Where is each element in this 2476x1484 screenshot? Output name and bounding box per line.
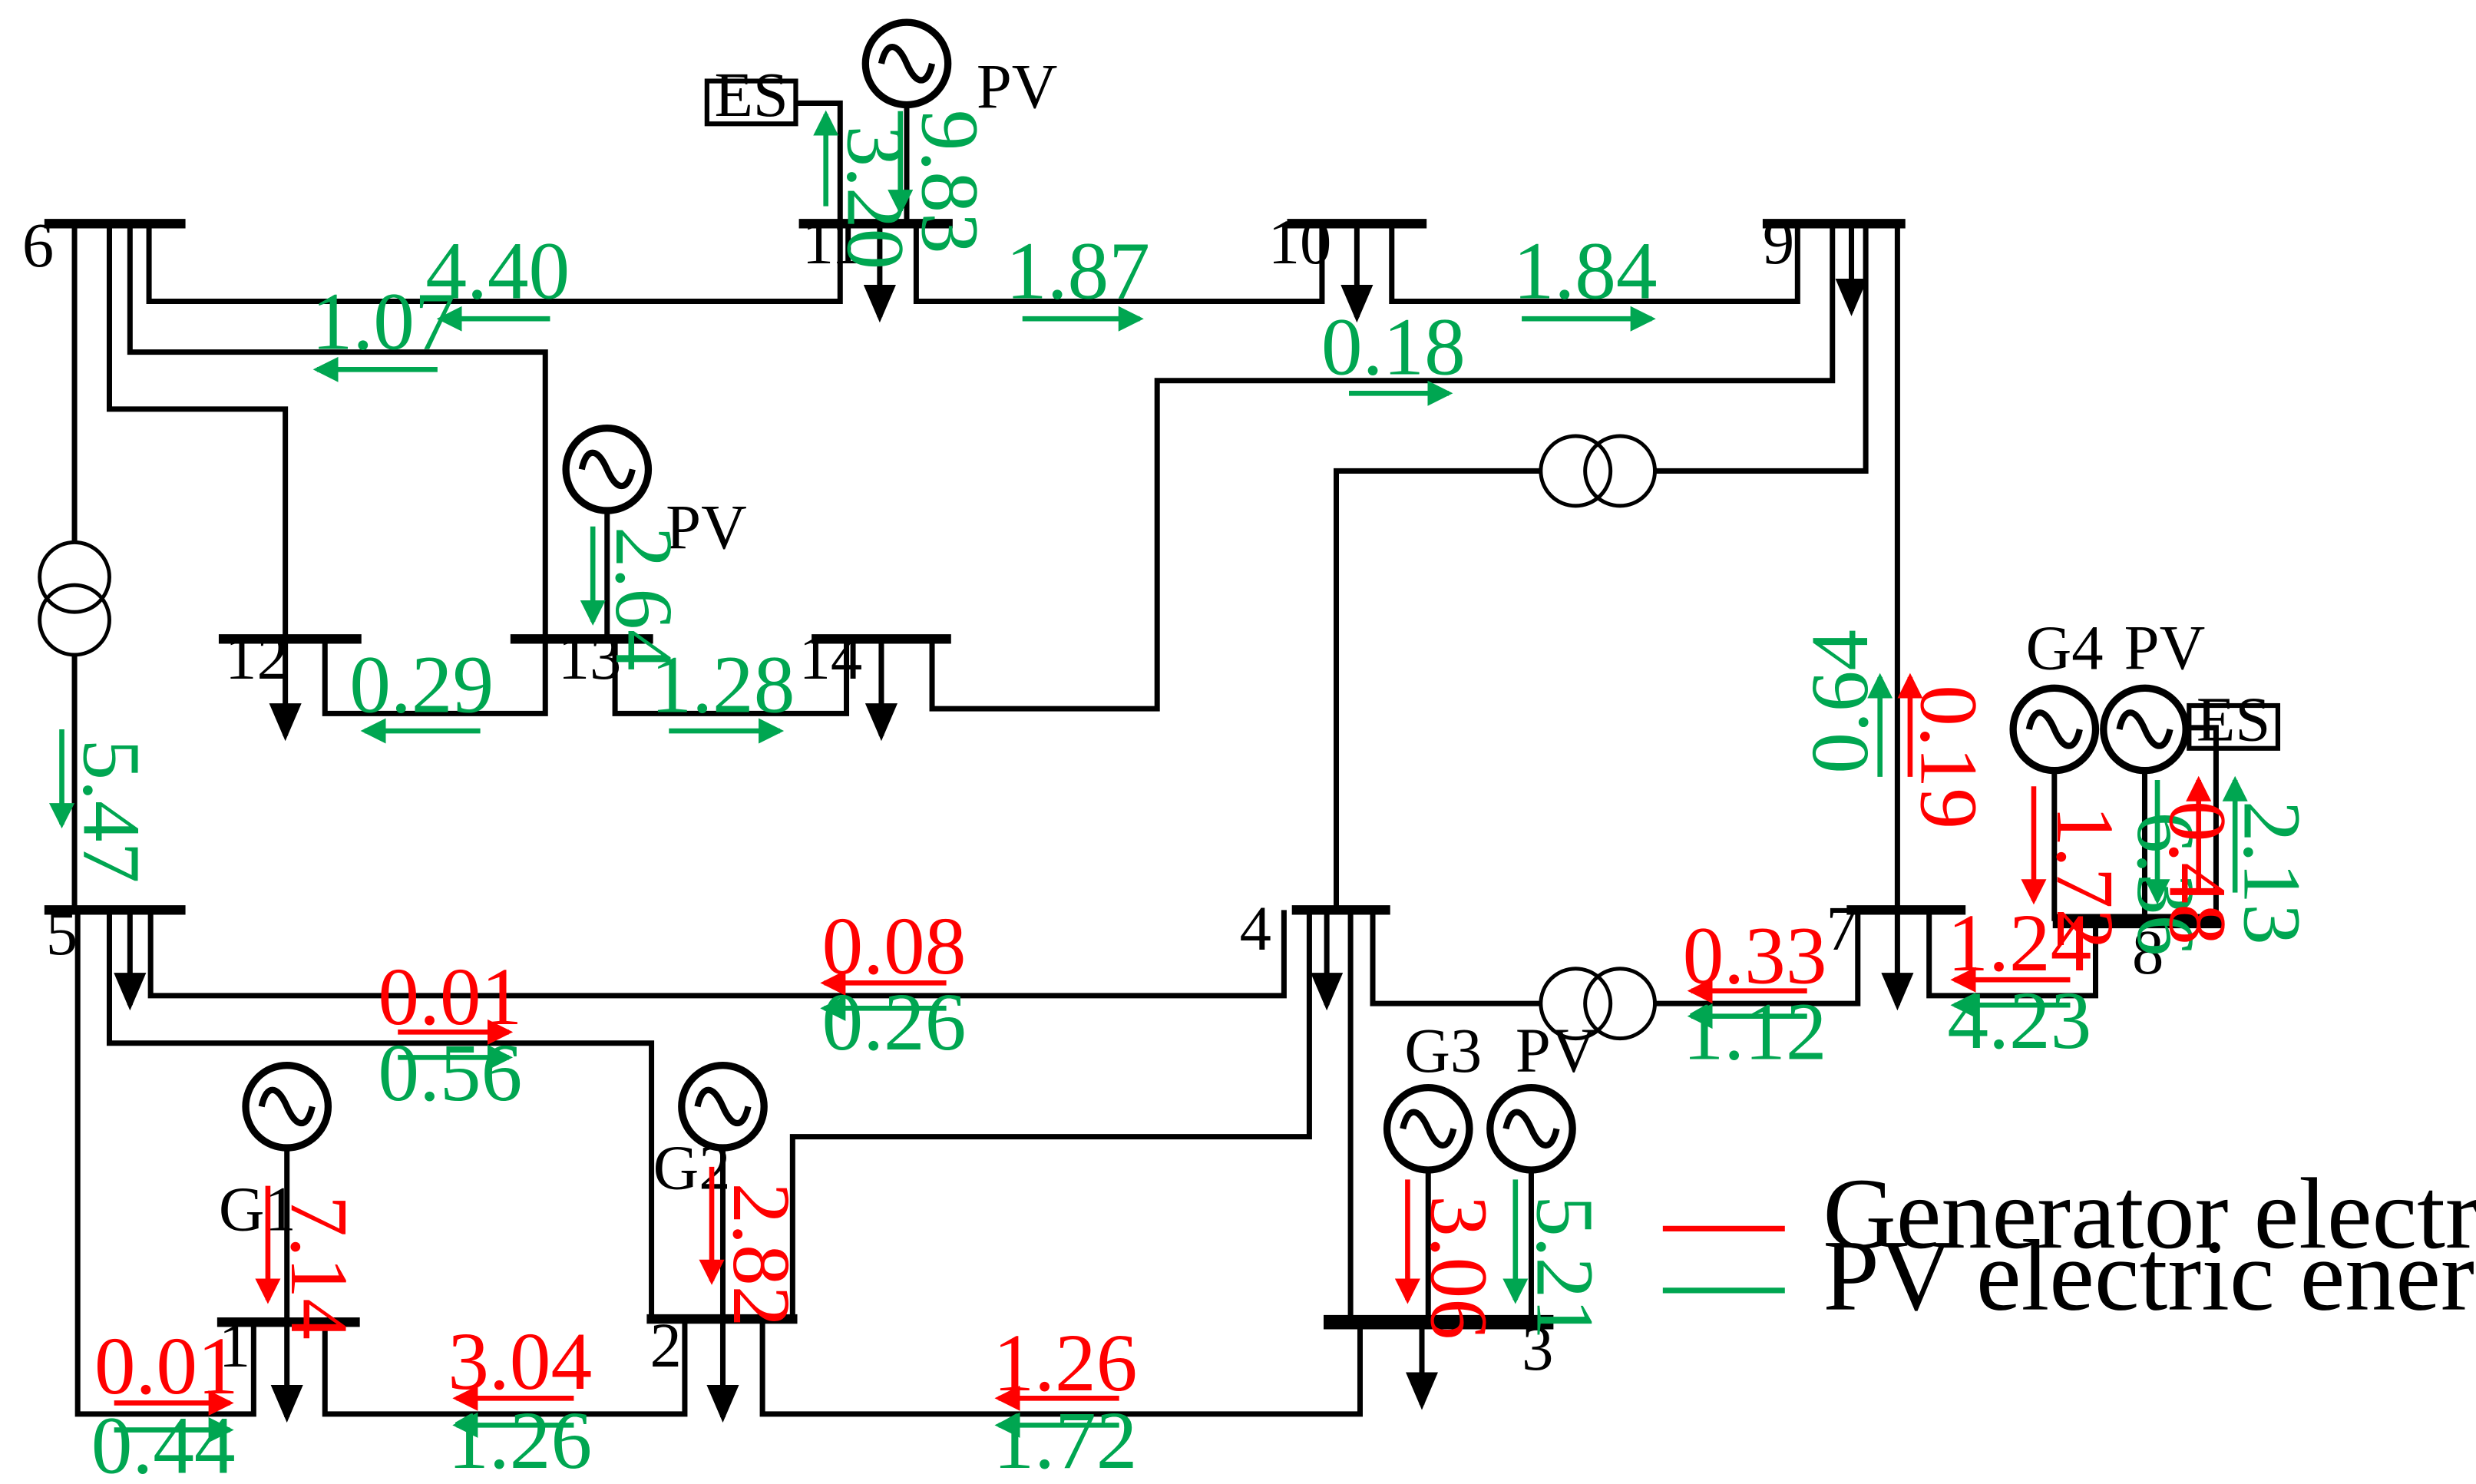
flow-value-2-1-pv: 1.26 xyxy=(448,1395,592,1484)
flow-value-7-4-gen: 0.33 xyxy=(1683,910,1827,1001)
pv-label-bus-11: PV xyxy=(977,51,1058,122)
flow-value-g1: 7.14 xyxy=(273,1195,365,1340)
bus-label-8: 8 xyxy=(2132,917,2164,987)
flow-value-2-1-gen: 3.04 xyxy=(448,1316,592,1407)
g1-label: G1 xyxy=(219,1173,296,1244)
flow-value-3-2-pv: 1.72 xyxy=(993,1395,1138,1484)
line-6-13 xyxy=(127,223,548,640)
flow-value-13-14: 1.28 xyxy=(651,639,795,730)
flow-value-pv-bus-11: 9.83 xyxy=(904,110,996,254)
flow-value-13-6: 1.07 xyxy=(312,276,456,367)
g4-label: G4 xyxy=(2026,613,2104,683)
line-13-12 xyxy=(322,639,548,716)
flow-value-es-bus-11: 3.20 xyxy=(830,125,921,269)
flow-value-6-5: 5.47 xyxy=(65,739,157,883)
flow-value-7-4-pv: 1.12 xyxy=(1683,986,1827,1077)
generator-g3 xyxy=(1383,1083,1473,1174)
legend: Generator electric energy flow PV electr… xyxy=(1662,1157,2476,1332)
line-5-2 xyxy=(106,910,655,1320)
g3-label: G3 xyxy=(1404,1015,1482,1086)
line-14-9 xyxy=(929,223,1836,712)
flow-value-5-1-pv: 0.44 xyxy=(91,1400,236,1484)
flow-value-es-bus-8-pv: 2.13 xyxy=(2226,801,2318,945)
flow-value-pv-bus-3: 5.21 xyxy=(1519,1195,1611,1340)
flow-value-5-2-gen: 0.01 xyxy=(378,951,522,1043)
flow-value-7-9-gen: 0.19 xyxy=(1902,685,1994,829)
bus-label-1: 1 xyxy=(219,1310,250,1380)
bus-label-9: 9 xyxy=(1763,207,1794,277)
transformer-4-7 xyxy=(1539,967,1657,1041)
line-6-12 xyxy=(106,223,289,640)
bus-label-12: 12 xyxy=(225,622,289,692)
line-5-4 xyxy=(147,910,1287,999)
generator-g2 xyxy=(678,1062,768,1152)
bus-label-6: 6 xyxy=(22,210,54,280)
pv-source-bus-13 xyxy=(562,425,653,514)
legend-generator-label: Generator electric energy flow xyxy=(1823,1157,2476,1270)
bus-label-7: 7 xyxy=(1826,893,1857,963)
flow-value-11-6: 4.40 xyxy=(425,225,570,316)
pv-source-bus-3 xyxy=(1486,1083,1576,1174)
bus-label-13: 13 xyxy=(558,622,622,692)
line-6-11 xyxy=(146,223,843,305)
line-11-10 xyxy=(913,223,1325,305)
flow-value-pv-bus-13: 2.64 xyxy=(598,527,689,671)
pv-label-bus-3: PV xyxy=(1516,1015,1597,1086)
es-label-bus-11: ES xyxy=(714,59,788,130)
line-4-9-left xyxy=(1333,468,1541,911)
flow-value-11-10: 1.87 xyxy=(1006,225,1150,316)
line-4-7-left xyxy=(1370,910,1541,1006)
flow-value-g4: 1.72 xyxy=(2039,805,2131,950)
transformer-4-9 xyxy=(1539,434,1657,508)
line-13-14 xyxy=(612,639,850,716)
bus-label-3: 3 xyxy=(1522,1313,1553,1383)
generator-g4 xyxy=(2009,684,2100,775)
line-4-2 xyxy=(789,910,1312,1320)
pv-label-bus-8: PV xyxy=(2124,613,2206,683)
line-7-8 xyxy=(1926,910,2098,999)
line-10-9 xyxy=(1389,223,1800,305)
g2-label: G2 xyxy=(653,1132,731,1203)
flow-value-3-2-gen: 1.26 xyxy=(993,1317,1138,1409)
line-5-1 xyxy=(74,910,256,1417)
bus-label-14: 14 xyxy=(799,622,863,692)
legend-pv-label: PV electric energy flow xyxy=(1823,1219,2476,1332)
flow-value-4-5-pv: 0.26 xyxy=(822,977,967,1068)
es-label-bus-8: ES xyxy=(2197,683,2270,754)
pv-source-bus-11 xyxy=(861,18,952,109)
flow-value-14-9: 0.18 xyxy=(1321,301,1466,392)
pv-label-bus-13: PV xyxy=(666,492,747,563)
flow-value-g2: 2.82 xyxy=(716,1182,807,1327)
flow-value-8-7-pv: 4.23 xyxy=(1947,975,2091,1066)
flow-value-4-5-gen: 0.08 xyxy=(822,901,967,992)
flow-value-5-1-gen: 0.01 xyxy=(94,1320,239,1412)
flow-value-es-bus-8-gen: 0.48 xyxy=(2152,801,2243,945)
line-1-2 xyxy=(322,1319,688,1417)
generator-g1 xyxy=(242,1062,332,1152)
flow-value-10-9: 1.84 xyxy=(1513,225,1658,316)
flow-value-5-2-pv: 0.56 xyxy=(378,1027,522,1119)
bus-label-11: 11 xyxy=(802,207,864,277)
transformer-5-6 xyxy=(38,540,111,657)
pv-source-bus-8 xyxy=(2100,684,2190,775)
line-2-3 xyxy=(759,1319,1363,1417)
flow-value-13-12: 0.29 xyxy=(349,639,494,730)
flow-value-g3: 3.06 xyxy=(1413,1195,1504,1340)
flow-value-8-7-gen: 1.24 xyxy=(1947,897,2091,989)
flow-value-7-9-pv: 0.64 xyxy=(1794,630,1886,774)
bus-label-4: 4 xyxy=(1240,893,1271,963)
line-4-7-right xyxy=(1655,910,1861,1006)
bus-label-2: 2 xyxy=(650,1310,682,1380)
